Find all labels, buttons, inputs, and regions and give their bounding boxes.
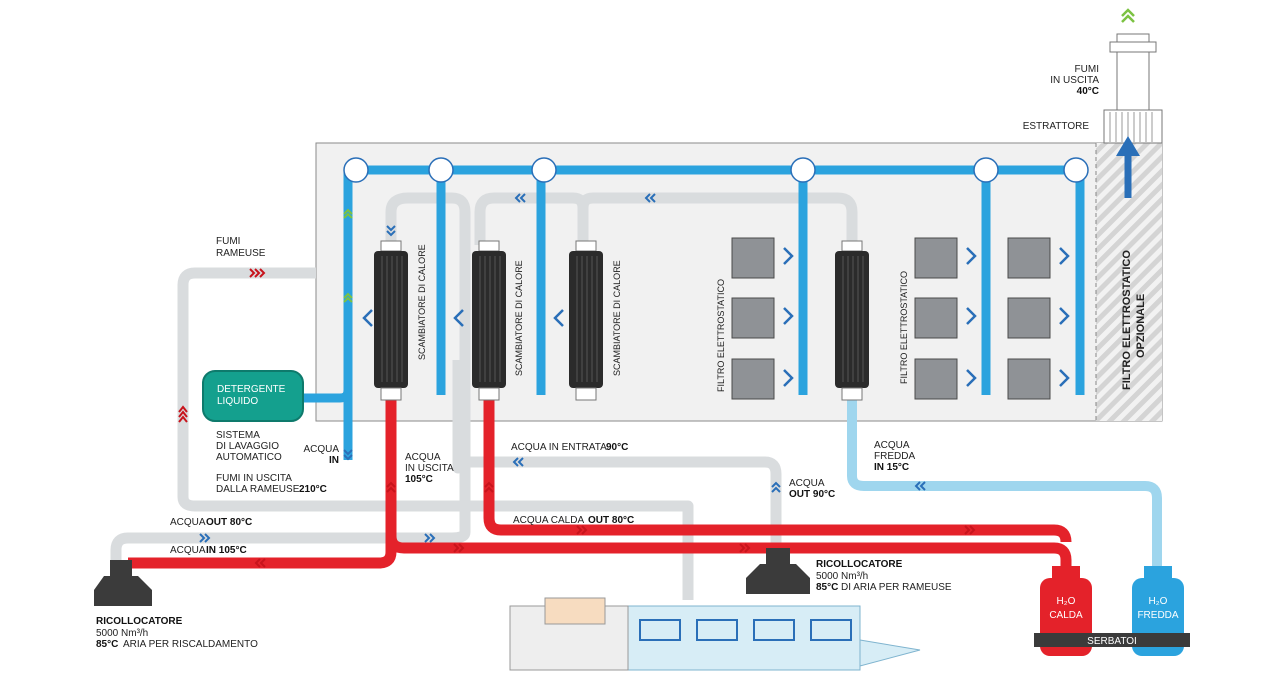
heat-exchanger-4 (835, 240, 869, 401)
heat-exchanger-3 (569, 240, 603, 401)
acqua-calda-label: ACQUA CALDA (513, 515, 584, 526)
acqua-fredda-label-2: FREDDA (874, 451, 915, 462)
ric-right-title: RICOLLOCATORE (816, 559, 903, 570)
fumi-out-temp: 40°C (1077, 86, 1099, 97)
acqua-in-label-2: IN (329, 455, 339, 466)
filter-label-1: FILTRO ELETTROSTATICO (716, 279, 726, 392)
chimney (1103, 33, 1163, 198)
acqua-out80-left-value: OUT 80°C (206, 517, 252, 528)
acqua-out80-left-label: ACQUA (170, 517, 206, 528)
heat-exchanger-1 (374, 240, 408, 401)
optional-filter-label-1: FILTRO ELETTROSTATICO (1121, 250, 1133, 390)
acqua-uscita-temp: 105°C (405, 474, 433, 485)
cold-tank-label: FREDDA (1137, 610, 1178, 621)
ric-left-title: RICOLLOCATORE (96, 616, 183, 627)
serbatoi-bar (1034, 633, 1190, 647)
water-pipes-blue (302, 165, 1085, 460)
acqua-in-label-1: ACQUA (303, 444, 339, 455)
exhaust-up-icon (1121, 8, 1135, 23)
recollocator-right (746, 548, 810, 594)
hot-tank-label: CALDA (1049, 610, 1083, 621)
rameuse-machine (509, 597, 921, 671)
detergent-label-2: LIQUIDO (217, 396, 258, 407)
fumi-rameuse-label-1: FUMI (216, 236, 240, 247)
ric-right-temp: 85°C (816, 582, 838, 593)
fumi-uscita-rameuse-temp: 210°C (299, 484, 327, 495)
recollocator-left (94, 560, 152, 606)
ric-left-flow: 5000 Nm³/h (96, 628, 148, 639)
acqua-uscita-label-2: IN USCITA (405, 463, 454, 474)
ric-left-temp: 85°C (96, 639, 118, 650)
serbatoi-label: SERBATOI (1087, 636, 1137, 647)
acqua-out90-label: ACQUA (789, 478, 825, 489)
fumi-uscita-rameuse-2: DALLA RAMEUSE (216, 484, 300, 495)
acqua-calda-value: OUT 80°C (588, 515, 634, 526)
optional-filter-label-2: OPZIONALE (1135, 294, 1147, 358)
fumi-out-label-1: FUMI (1075, 64, 1099, 75)
flue-pipes (110, 192, 858, 600)
acqua-in105-label: ACQUA (170, 545, 206, 556)
hot-tank-h2o: H₂O (1057, 596, 1076, 607)
ric-right-flow: 5000 Nm³/h (816, 571, 868, 582)
ric-right-desc: DI ARIA PER RAMEUSE (841, 582, 952, 593)
cold-water-pipe (847, 395, 1162, 566)
exchanger-label-1: SCAMBIATORE DI CALORE (417, 244, 427, 360)
acqua-uscita-label-1: ACQUA (405, 452, 441, 463)
heat-exchanger-2 (472, 240, 506, 401)
filter-arrows (362, 247, 1070, 387)
sprinkler-icons (343, 157, 1089, 183)
exchanger-label-3: SCAMBIATORE DI CALORE (612, 260, 622, 376)
cold-tank-h2o: H₂O (1149, 596, 1168, 607)
fumi-out-label-2: IN USCITA (1050, 75, 1099, 86)
wash-label-2: DI LAVAGGIO (216, 441, 279, 452)
filter-label-2: FILTRO ELETTROSTATICO (899, 271, 909, 384)
extractor-label: ESTRATTORE (1023, 121, 1090, 132)
ric-left-desc: ARIA PER RISCALDAMENTO (123, 639, 258, 650)
hot-water-pipes (128, 400, 1072, 569)
detergent-tank (202, 370, 304, 422)
flow-chevrons (178, 193, 976, 568)
fumi-rameuse-label-2: RAMEUSE (216, 248, 266, 259)
acqua-fredda-temp: IN 15°C (874, 462, 909, 473)
acqua-out90-value: OUT 90°C (789, 489, 835, 500)
acqua-fredda-label-1: ACQUA (874, 440, 910, 451)
acqua-entrata-temp: 90°C (606, 442, 628, 453)
filter-cubes (731, 237, 1051, 400)
fumi-uscita-rameuse-1: FUMI IN USCITA (216, 473, 292, 484)
detergent-label-1: DETERGENTE (217, 384, 286, 395)
acqua-entrata-label: ACQUA IN ENTRATA (511, 442, 607, 453)
wash-label-3: AUTOMATICO (216, 452, 282, 463)
acqua-in105-value: IN 105°C (206, 545, 247, 556)
exchanger-label-2: SCAMBIATORE DI CALORE (514, 260, 524, 376)
wash-label-1: SISTEMA (216, 430, 260, 441)
